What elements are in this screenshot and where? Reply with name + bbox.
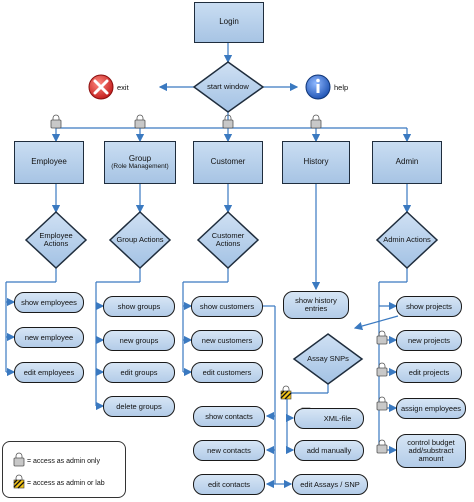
admin-actions-label: Admin Actions xyxy=(383,234,431,244)
group-label: Group xyxy=(128,153,152,163)
edit-groups-pill[interactable]: edit groups xyxy=(103,362,175,383)
control-budget-pill[interactable]: control budget add/substract amount xyxy=(396,434,466,468)
help-label[interactable]: help xyxy=(334,83,349,92)
assay-snps-label: Assay SNPs xyxy=(307,353,349,363)
start-window-label: start window xyxy=(207,81,249,91)
customer-actions-diamond xyxy=(196,210,260,270)
login-label: Login xyxy=(219,17,239,27)
assay-snps-diamond xyxy=(292,333,364,385)
legend-admin-or-lab-label: = access as admin or lab xyxy=(27,480,105,487)
add-manually-pill[interactable]: add manually xyxy=(294,440,364,461)
employee-box[interactable]: Employee xyxy=(14,141,84,184)
show-employees-pill[interactable]: show employees xyxy=(14,292,84,313)
customer-label: Customer xyxy=(210,157,246,167)
group-actions-diamond xyxy=(108,210,172,270)
help-icon xyxy=(305,74,331,100)
show-history-pill[interactable]: show history entries xyxy=(283,291,349,319)
edit-assays-pill[interactable]: edit Assays / SNP xyxy=(292,474,368,495)
start-window-diamond xyxy=(192,61,265,113)
employee-label: Employee xyxy=(31,157,67,167)
new-contacts-pill[interactable]: new contacts xyxy=(193,440,265,461)
customer-actions-label: Customer Actions xyxy=(211,230,245,248)
employee-actions-diamond xyxy=(24,210,88,270)
show-contacts-pill[interactable]: show contacts xyxy=(193,406,265,427)
employee-actions-label: Employee Actions xyxy=(39,230,73,248)
edit-contacts-pill[interactable]: edit contacts xyxy=(193,474,265,495)
admin-box[interactable]: Admin xyxy=(372,141,442,184)
customer-box[interactable]: Customer xyxy=(193,141,263,184)
history-box[interactable]: History xyxy=(282,141,350,184)
group-sub-label: (Role Management) xyxy=(111,163,169,171)
exit-label[interactable]: exit xyxy=(117,83,129,92)
group-box[interactable]: Group (Role Management) xyxy=(104,141,176,184)
show-projects-pill[interactable]: show projects xyxy=(396,296,462,317)
new-projects-pill[interactable]: new projects xyxy=(396,330,462,351)
legend: = access as admin only = access as admin… xyxy=(2,441,126,498)
edit-customers-pill[interactable]: edit customers xyxy=(191,362,263,383)
new-customers-pill[interactable]: new customers xyxy=(191,330,263,351)
legend-admin-only-label: = access as admin only xyxy=(27,458,100,465)
admin-label: Admin xyxy=(395,157,419,167)
legend-admin-or-lab: = access as admin or lab xyxy=(27,480,105,487)
xml-file-pill[interactable]: XML-file xyxy=(294,408,364,429)
edit-projects-pill[interactable]: edit projects xyxy=(396,362,462,383)
lock-icon xyxy=(13,114,388,468)
login-box[interactable]: Login xyxy=(194,2,264,43)
exit-icon xyxy=(88,74,114,100)
edit-employees-pill[interactable]: edit employees xyxy=(14,362,84,383)
admin-actions-diamond xyxy=(375,210,439,270)
history-label: History xyxy=(303,157,329,167)
new-groups-pill[interactable]: new groups xyxy=(103,330,175,351)
legend-admin-only: = access as admin only xyxy=(27,458,100,465)
group-actions-label: Group Actions xyxy=(116,234,164,244)
delete-groups-pill[interactable]: delete groups xyxy=(103,396,175,417)
assign-employees-pill[interactable]: assign employees xyxy=(396,398,466,419)
show-groups-pill[interactable]: show groups xyxy=(103,296,175,317)
show-customers-pill[interactable]: show customers xyxy=(191,296,263,317)
new-employee-pill[interactable]: new employee xyxy=(14,327,84,348)
